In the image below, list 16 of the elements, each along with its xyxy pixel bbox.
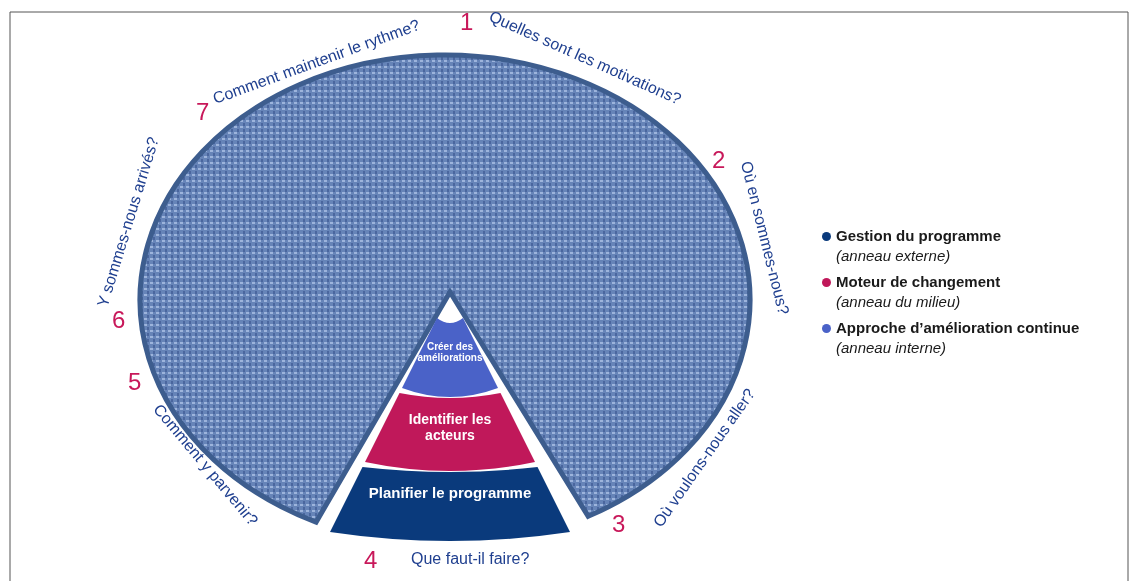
step-number: 3: [612, 512, 626, 536]
ring-segment: [365, 391, 535, 472]
segment-label: Identifier les acteurs: [407, 411, 493, 444]
segment-label: Créer des améliorations: [416, 340, 484, 363]
ring-segment: [402, 316, 498, 398]
legend-text: Gestion du programme (anneau externe): [836, 226, 1002, 266]
segment-label: Planifier le programme: [367, 484, 533, 502]
legend-text: Moteur de changement (anneau du milieu): [836, 272, 1001, 312]
step-number: 4: [364, 548, 378, 572]
step-number: 2: [712, 148, 726, 172]
ring-segment: [330, 465, 570, 542]
step-number: 7: [196, 100, 210, 124]
step-number: 5: [128, 370, 142, 394]
step-number: 6: [112, 308, 126, 332]
legend-text: Approche d’amélioration continue (anneau interne): [836, 318, 1080, 358]
step-number: 1: [460, 10, 474, 34]
